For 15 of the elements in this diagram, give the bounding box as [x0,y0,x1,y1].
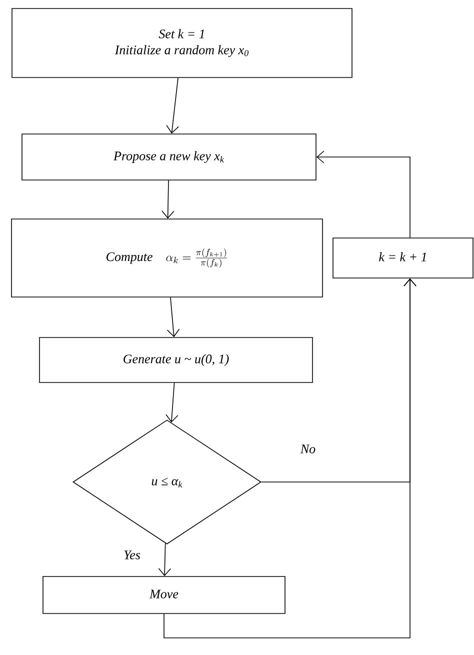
arrow [166,78,179,134]
edge-label: No [299,444,317,454]
arrow [164,278,416,638]
process-box: Compute $\alpha_k = \frac{\pi(f_{k+1})}{\pi(f_k)}$ [11,218,323,298]
process-box: Propose a new key x$_{k}$ [22,134,316,180]
arrow [166,297,180,338]
process-box: Generate u ~ u(0, 1) [39,337,313,383]
arrow [316,150,410,238]
arrow [162,180,174,219]
edge-label: Yes [122,550,142,560]
arrow [166,382,178,422]
process-box: Set k = 1 Initialize a random key x$_{0}$ [12,8,352,78]
process-box: Move [42,576,286,614]
process-box: k = k + 1 [332,238,474,278]
arrow [158,542,172,576]
